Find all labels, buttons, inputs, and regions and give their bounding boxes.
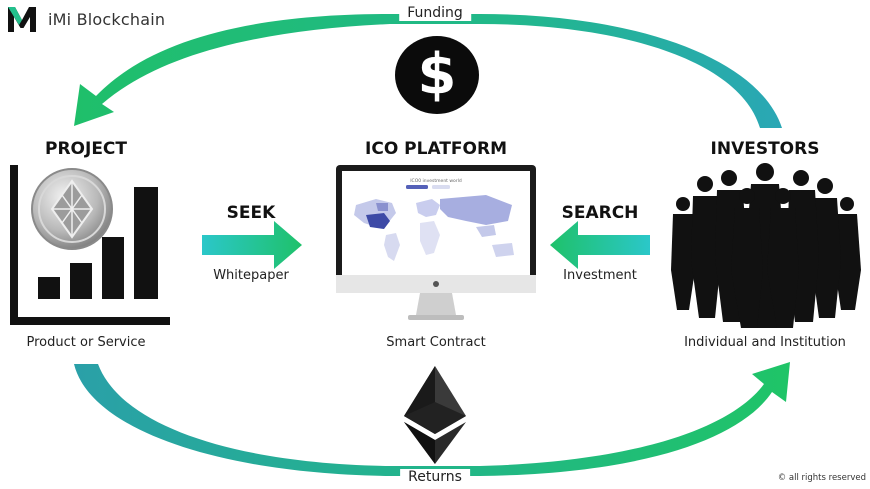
rights-notice: © all rights reserved: [777, 473, 866, 483]
search-caption: Investment: [563, 268, 637, 283]
logo-m-icon: [8, 7, 36, 32]
platform-title: ICO PLATFORM: [365, 139, 507, 159]
brand-logo: iMi Blockchain: [6, 4, 165, 34]
seek-title: SEEK: [226, 203, 276, 223]
screen-title: ICO0 investment world: [410, 178, 462, 184]
funding-label: Funding: [399, 5, 471, 21]
search-arrow-icon: [550, 221, 650, 269]
project-caption: Product or Service: [26, 335, 146, 350]
project-chart-icon: [10, 165, 170, 325]
returns-label: Returns: [400, 469, 470, 485]
imac-map-illustration: ICO0 investment world: [336, 165, 536, 320]
search-title: SEARCH: [561, 203, 639, 223]
investors-caption: Individual and Institution: [684, 335, 846, 350]
platform-caption: Smart Contract: [386, 335, 486, 350]
investors-title: INVESTORS: [710, 139, 820, 159]
ethereum-icon: [404, 366, 466, 464]
dollar-coin-icon: $: [395, 36, 479, 114]
seek-arrow-icon: [202, 221, 302, 269]
investors-silhouettes-icon: [671, 163, 861, 328]
project-title: PROJECT: [44, 139, 128, 159]
brand-name: iMi Blockchain: [48, 9, 166, 29]
seek-caption: Whitepaper: [213, 268, 289, 283]
